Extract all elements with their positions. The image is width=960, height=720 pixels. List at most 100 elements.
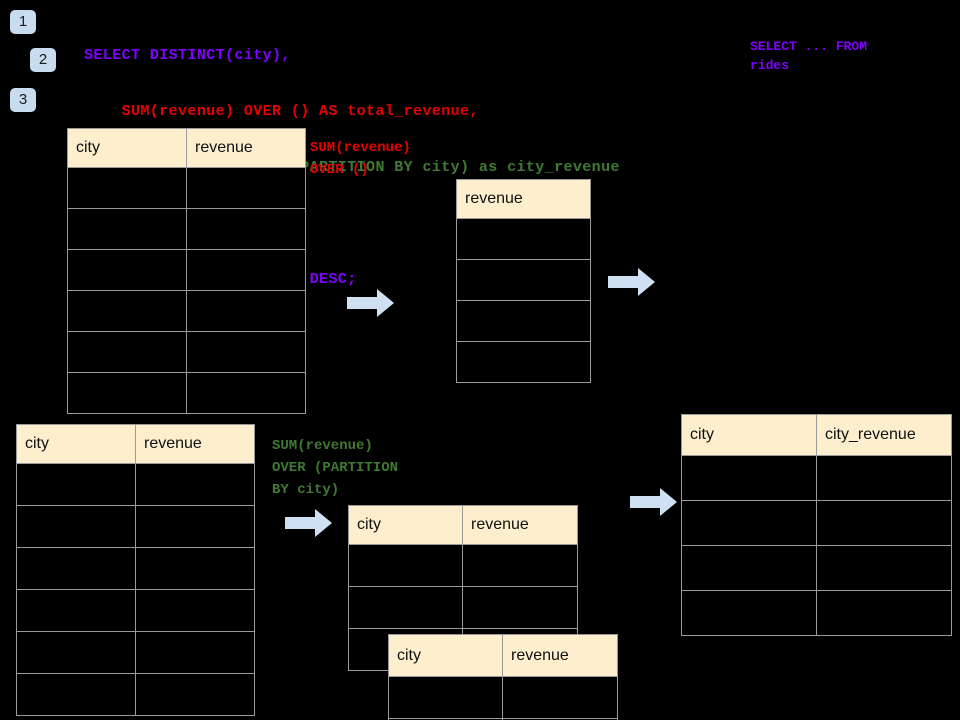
table-cell	[681, 455, 817, 501]
step-badge-3: 3	[10, 88, 36, 112]
table-row	[16, 463, 255, 506]
table-row	[67, 372, 306, 414]
table-row	[388, 718, 618, 720]
table-cell	[67, 372, 187, 414]
table-row	[16, 589, 255, 632]
arrow-rides-to-total-icon	[347, 289, 394, 317]
sql-line-2: SUM(revenue) OVER () AS total_revenue,	[84, 103, 479, 120]
table-cell	[681, 500, 817, 546]
annotation-sum-over-partition: SUM(revenue) OVER (PARTITION BY city)	[272, 438, 399, 498]
table-cell	[456, 341, 591, 383]
partition-table-front: city revenue	[388, 634, 618, 720]
table-cell	[67, 290, 187, 332]
annotation-select-from: SELECT ... FROM rides	[750, 39, 868, 73]
table-cell	[135, 547, 255, 590]
table-header-row: city revenue	[67, 128, 306, 168]
table-cell	[135, 589, 255, 632]
annotation-sum-over-empty: SUM(revenue) OVER ()	[310, 140, 411, 178]
sql-line-1: SELECT DISTINCT(city),	[84, 47, 291, 64]
table-row	[456, 300, 591, 342]
arrow-partition-to-result-icon	[630, 488, 677, 516]
table-cell	[816, 590, 952, 636]
table-cell	[348, 544, 463, 587]
table-row	[67, 208, 306, 250]
table-row	[16, 505, 255, 548]
table-header-row: city revenue	[388, 634, 618, 677]
table-row	[456, 218, 591, 260]
table-row	[67, 331, 306, 373]
rides-table-bottom: city revenue	[16, 424, 255, 716]
table-row	[67, 290, 306, 332]
total-revenue-table: revenue	[456, 179, 591, 383]
table-cell	[462, 586, 578, 629]
step-badge-1: 1	[10, 10, 36, 34]
table-cell	[16, 673, 136, 716]
column-header-revenue: revenue	[135, 424, 255, 464]
table-row	[681, 500, 952, 546]
table-cell	[186, 372, 306, 414]
column-header-city: city	[388, 634, 503, 677]
table-cell	[186, 208, 306, 250]
column-header-city: city	[681, 414, 817, 456]
table-cell	[67, 331, 187, 373]
table-cell	[456, 259, 591, 301]
table-cell	[681, 590, 817, 636]
partition-table-back: city revenue	[348, 505, 578, 671]
table-cell	[67, 167, 187, 209]
column-header-revenue: revenue	[456, 179, 591, 219]
table-row	[16, 673, 255, 716]
arrow-total-to-result-icon	[608, 268, 655, 296]
arrow-rides-to-partition-icon	[285, 509, 332, 537]
table-cell	[16, 505, 136, 548]
table-row	[348, 544, 578, 587]
table-header-row: city city_revenue	[681, 414, 952, 456]
table-row	[681, 455, 952, 501]
column-header-city: city	[348, 505, 463, 545]
result-table: city city_revenue	[681, 414, 952, 636]
table-row	[681, 590, 952, 636]
table-cell	[16, 631, 136, 674]
table-row	[348, 586, 578, 629]
table-cell	[135, 631, 255, 674]
table-cell	[388, 676, 503, 719]
table-cell	[348, 586, 463, 629]
table-row	[16, 631, 255, 674]
table-cell	[681, 545, 817, 591]
table-cell	[67, 208, 187, 250]
table-row	[681, 545, 952, 591]
rides-table-top: city revenue	[67, 128, 306, 414]
table-header-row: city revenue	[16, 424, 255, 464]
table-cell	[186, 290, 306, 332]
table-cell	[135, 673, 255, 716]
column-header-city-revenue: city_revenue	[816, 414, 952, 456]
table-cell	[462, 544, 578, 587]
table-cell	[816, 455, 952, 501]
table-row	[67, 167, 306, 209]
table-row	[456, 341, 591, 383]
table-cell	[186, 167, 306, 209]
table-cell	[456, 218, 591, 260]
table-cell	[135, 463, 255, 506]
table-cell	[502, 676, 618, 719]
table-cell	[16, 547, 136, 590]
column-header-revenue: revenue	[502, 634, 618, 677]
table-cell	[135, 505, 255, 548]
column-header-revenue: revenue	[462, 505, 578, 545]
table-cell	[16, 589, 136, 632]
table-row	[388, 676, 618, 719]
table-cell	[502, 718, 618, 720]
step-badge-2: 2	[30, 48, 56, 72]
table-cell	[186, 249, 306, 291]
table-cell	[16, 463, 136, 506]
column-header-city: city	[67, 128, 187, 168]
table-cell	[186, 331, 306, 373]
table-cell	[816, 500, 952, 546]
table-row	[456, 259, 591, 301]
table-row	[16, 547, 255, 590]
table-cell	[816, 545, 952, 591]
column-header-city: city	[16, 424, 136, 464]
table-header-row: revenue	[456, 179, 591, 219]
table-cell	[456, 300, 591, 342]
table-row	[67, 249, 306, 291]
